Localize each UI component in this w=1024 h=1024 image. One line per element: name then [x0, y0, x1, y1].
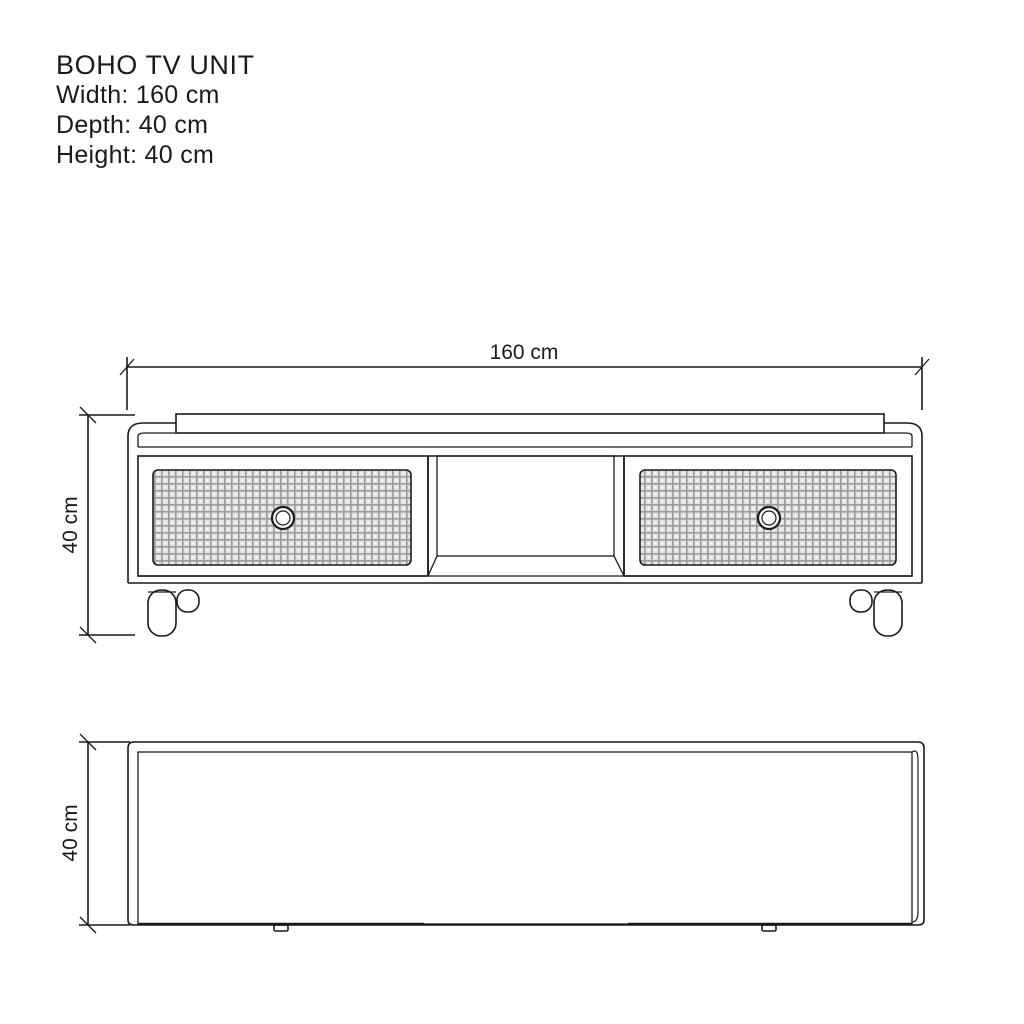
front-view [127, 413, 923, 637]
legs [147, 589, 903, 637]
left-side-panel [127, 422, 176, 583]
width-label: 160 cm [490, 341, 559, 364]
product-specs: BOHO TV UNIT Width: 160 cm Depth: 40 cm … [56, 50, 255, 170]
foot-right-icon [761, 924, 777, 932]
height-label: 40 cm [59, 496, 82, 553]
height-dimension [79, 406, 135, 644]
depth-spec: Depth: 40 cm [56, 111, 209, 139]
right-drawer [623, 455, 913, 577]
depth-label: 40 cm [59, 804, 82, 861]
depth-dimension [79, 733, 130, 934]
top-board [175, 413, 885, 434]
width-spec: Width: 160 cm [56, 81, 220, 109]
width-dimension [119, 357, 930, 410]
height-spec: Height: 40 cm [56, 141, 215, 169]
knob-right-icon [756, 505, 782, 531]
foot-left-icon [273, 924, 289, 932]
top-view [127, 741, 925, 932]
knob-left-icon [270, 505, 296, 531]
product-title: BOHO TV UNIT [56, 50, 255, 80]
left-drawer [137, 455, 429, 577]
middle-compartment [427, 455, 625, 577]
right-side-panel [884, 422, 923, 583]
